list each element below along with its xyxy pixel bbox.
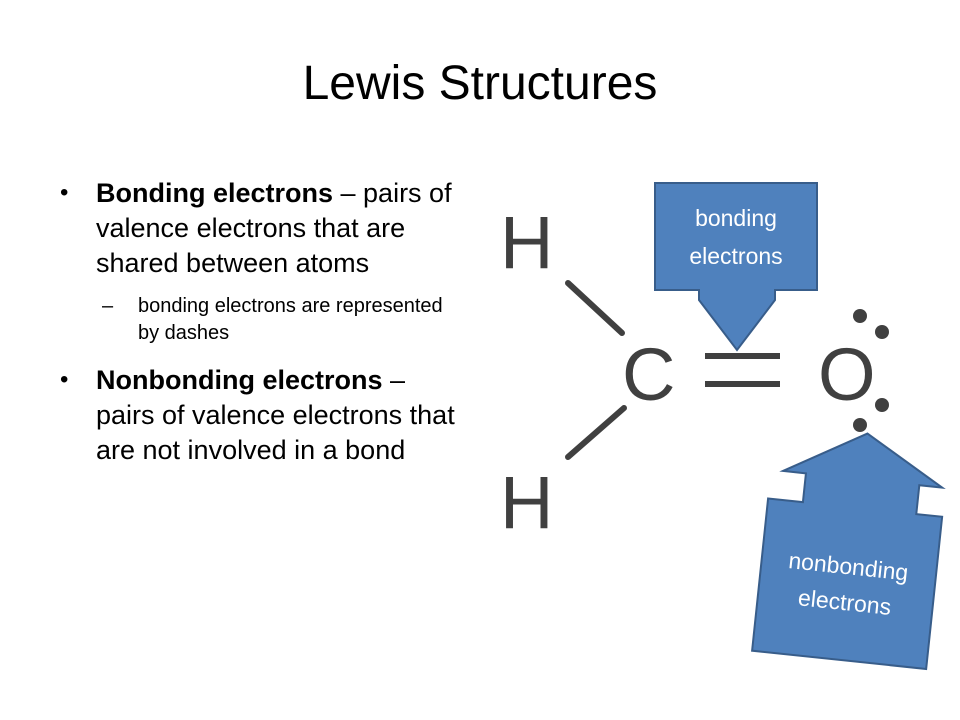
lone-pair-electron <box>875 398 889 412</box>
lone-pair-electron <box>853 418 867 432</box>
bullet-lead-term: Nonbonding electrons <box>96 365 383 396</box>
bullet-lead-term: Bonding electrons <box>96 178 334 208</box>
nonbonding-arrow-shape <box>751 432 946 671</box>
sub-bullet-marker: – <box>102 295 114 318</box>
bullet-definition: – pairs of valence electrons that are sh… <box>96 178 452 279</box>
bullet-marker: • <box>60 179 69 206</box>
sub-bullet: – bonding electrons are represented by d… <box>96 293 468 347</box>
slide-title: Lewis Structures <box>302 57 658 110</box>
atom-h-top: H <box>500 201 553 284</box>
bullet-marker: • <box>60 366 69 394</box>
bullet-definition: – pairs of valence electrons that are no… <box>96 365 455 466</box>
atom-oxygen: O <box>818 333 876 416</box>
atom-h-bottom: H <box>500 461 553 544</box>
bonding-callout-line2: electrons <box>689 243 782 269</box>
single-bond-top <box>565 280 625 336</box>
sub-bullet-text: bonding electrons are represented by das… <box>138 295 443 345</box>
bonding-electrons-callout <box>654 182 818 352</box>
nonbonding-electrons-callout: nonbonding electrons <box>751 432 946 671</box>
atom-carbon: C <box>622 333 675 416</box>
bonding-callout-line1: bonding <box>695 205 777 231</box>
bullet-nonbonding-electrons: • Nonbonding electrons – pairs of valenc… <box>58 363 458 468</box>
lone-pair-electron <box>853 309 867 323</box>
lone-pair-electron <box>875 325 889 339</box>
bullet-list: • Bonding electrons – pairs of valence e… <box>58 176 458 485</box>
single-bond-bottom <box>565 405 627 460</box>
bullet-bonding-electrons: • Bonding electrons – pairs of valence e… <box>58 176 458 347</box>
